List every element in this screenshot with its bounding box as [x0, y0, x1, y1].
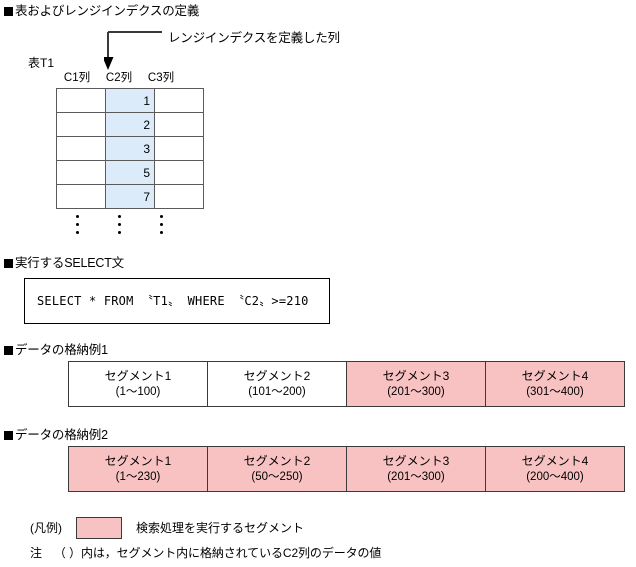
cell-c3 [154, 136, 204, 161]
legend-label: (凡例) [30, 521, 62, 535]
cell-c2: 1 [105, 88, 155, 113]
segment-2: セグメント2 (50〜250) [208, 447, 347, 491]
select-statement-text: SELECT * FROM 〝T1〟 WHERE 〝C2〟>=210 [37, 294, 309, 308]
cell-c3 [154, 112, 204, 137]
segment-name: セグメント1 [104, 454, 172, 468]
table-row: 3 [56, 136, 204, 161]
segment-name: セグメント3 [382, 369, 450, 383]
segment-name: セグメント2 [243, 369, 311, 383]
ellipsis-c1 [56, 210, 98, 234]
section-heading-example2: データの格納例2 [4, 428, 108, 443]
segment-1: セグメント1 (1〜100) [69, 362, 208, 406]
segment-range: (101〜200) [248, 386, 306, 398]
cell-c2: 2 [105, 112, 155, 137]
segment-1: セグメント1 (1〜230) [69, 447, 208, 491]
segment-4: セグメント4 (301〜400) [486, 362, 624, 406]
segment-4: セグメント4 (200〜400) [486, 447, 624, 491]
table-continuation-ellipsis [56, 210, 182, 234]
ellipsis-c3 [140, 210, 182, 234]
square-bullet-icon [4, 346, 13, 355]
segment-3: セグメント3 (201〜300) [347, 362, 486, 406]
section-heading-select-label: 実行するSELECT文 [15, 256, 124, 270]
cell-c2: 3 [105, 136, 155, 161]
ellipsis-c2 [98, 210, 140, 234]
table-row: 7 [56, 184, 204, 209]
cell-c1 [56, 88, 106, 113]
annotation-label: レンジインデクスを定義した列 [168, 31, 340, 45]
section-heading-example1: データの格納例1 [4, 343, 108, 358]
segment-name: セグメント4 [521, 369, 589, 383]
cell-c3 [154, 184, 204, 209]
segment-name: セグメント4 [521, 454, 589, 468]
legend-swatch-icon [76, 517, 122, 539]
cell-c3 [154, 160, 204, 185]
table-t1: 1 2 3 5 7 [56, 88, 204, 209]
section-heading-example1-label: データの格納例1 [15, 343, 108, 357]
segment-bar-example2: セグメント1 (1〜230) セグメント2 (50〜250) セグメント3 (2… [68, 446, 625, 492]
cell-c2: 5 [105, 160, 155, 185]
segment-3: セグメント3 (201〜300) [347, 447, 486, 491]
down-arrow-icon [104, 31, 162, 70]
segment-bar-example1: セグメント1 (1〜100) セグメント2 (101〜200) セグメント3 (… [68, 361, 625, 407]
table-row: 2 [56, 112, 204, 137]
section-heading-example2-label: データの格納例2 [15, 428, 108, 442]
section-heading-definition-label: 表およびレンジインデクスの定義 [15, 4, 200, 18]
cell-c1 [56, 184, 106, 209]
segment-range: (1〜100) [115, 386, 161, 398]
table-column-headers: C1列 C2列 C3列 [56, 71, 182, 85]
column-header-c2: C2列 [105, 72, 133, 84]
square-bullet-icon [4, 259, 13, 268]
segment-2: セグメント2 (101〜200) [208, 362, 347, 406]
table-row: 1 [56, 88, 204, 113]
segment-range: (50〜250) [251, 471, 303, 483]
section-heading-definition: 表およびレンジインデクスの定義 [4, 4, 199, 19]
table-caption: 表T1 [28, 56, 55, 70]
segment-name: セグメント2 [243, 454, 311, 468]
cell-c2: 7 [105, 184, 155, 209]
note-text: （ ）内は，セグメント内に格納されているC2列のデータの値 [53, 546, 382, 560]
segment-name: セグメント1 [104, 369, 172, 383]
table-row: 5 [56, 160, 204, 185]
note: 注 （ ）内は，セグメント内に格納されているC2列のデータの値 [30, 545, 381, 561]
column-header-c3: C3列 [147, 72, 175, 84]
cell-c1 [56, 136, 106, 161]
segment-range: (201〜300) [387, 386, 445, 398]
legend: (凡例) 検索処理を実行するセグメント [30, 517, 304, 539]
segment-range: (200〜400) [526, 471, 584, 483]
note-label: 注 [30, 546, 42, 560]
segment-range: (1〜230) [115, 471, 161, 483]
segment-range: (201〜300) [387, 471, 445, 483]
segment-range: (301〜400) [526, 386, 584, 398]
segment-name: セグメント3 [382, 454, 450, 468]
legend-description: 検索処理を実行するセグメント [136, 521, 305, 535]
column-header-c1: C1列 [63, 72, 91, 84]
cell-c3 [154, 88, 204, 113]
square-bullet-icon [4, 431, 13, 440]
select-statement-box: SELECT * FROM 〝T1〟 WHERE 〝C2〟>=210 [24, 278, 330, 324]
cell-c1 [56, 160, 106, 185]
square-bullet-icon [4, 7, 13, 16]
section-heading-select: 実行するSELECT文 [4, 256, 124, 271]
cell-c1 [56, 112, 106, 137]
